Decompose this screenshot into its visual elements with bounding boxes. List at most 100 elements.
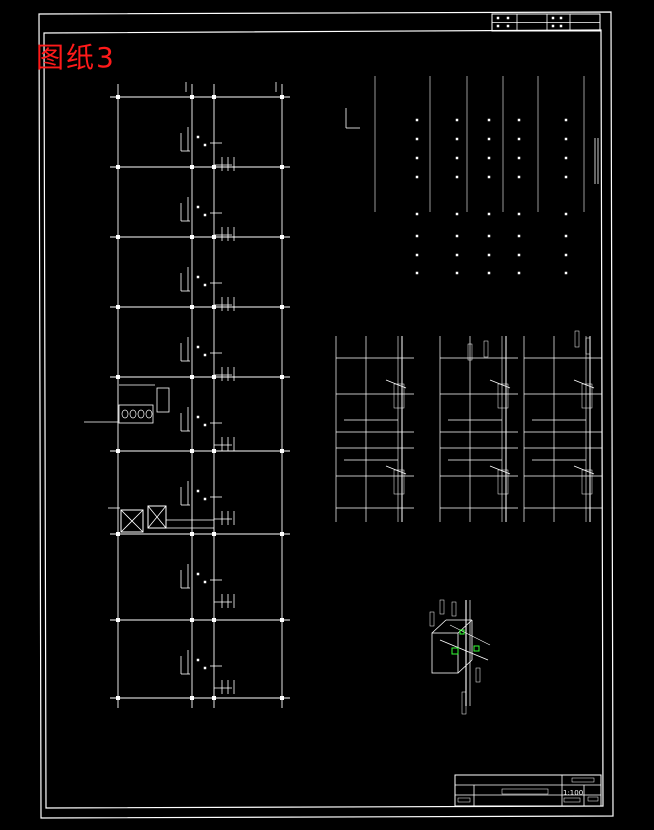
table-cell-mark	[415, 156, 419, 160]
fixture-symbol	[203, 143, 207, 147]
title-block-text-run	[571, 777, 595, 783]
table-cell-mark	[455, 253, 459, 257]
table-cell-mark	[487, 156, 491, 160]
plan-column	[190, 532, 194, 536]
plan-column	[280, 235, 284, 239]
riser-tag	[574, 330, 580, 348]
title-block-text-run	[457, 797, 471, 803]
riser-tag	[467, 343, 473, 361]
fixture-symbol	[203, 580, 207, 584]
table-cell-mark	[415, 212, 419, 216]
table-cell-mark	[487, 118, 491, 122]
toilet-fixture	[129, 409, 137, 419]
plan-column	[212, 305, 216, 309]
fixture-symbol	[196, 205, 200, 209]
top-table-glyph	[559, 16, 563, 20]
sheet-label: 图纸3	[36, 41, 116, 74]
table-cell-mark	[455, 212, 459, 216]
plan-column	[116, 449, 120, 453]
title-block	[454, 774, 602, 807]
riser-label-box	[497, 469, 509, 495]
plan-column	[212, 532, 216, 536]
table-cell-mark	[415, 137, 419, 141]
plan-column	[190, 449, 194, 453]
table-cell-mark	[564, 137, 568, 141]
plan-column	[116, 305, 120, 309]
plan-column	[280, 375, 284, 379]
inner-frame	[43, 29, 604, 809]
plan-column	[280, 95, 284, 99]
fixture-symbol	[196, 415, 200, 419]
plan-column	[212, 449, 216, 453]
fixture-symbol	[203, 353, 207, 357]
plan-column	[190, 375, 194, 379]
fixture-symbol	[196, 345, 200, 349]
iso-label	[461, 691, 467, 715]
riser-label-box	[393, 469, 405, 495]
table-cell-mark	[517, 253, 521, 257]
table-cell-mark	[564, 156, 568, 160]
title-block-text-run	[501, 788, 549, 795]
table-cell-mark	[517, 271, 521, 275]
table-cell-mark	[455, 118, 459, 122]
table-cell-mark	[415, 253, 419, 257]
table-cell-mark	[487, 253, 491, 257]
iso-box	[431, 632, 459, 674]
table-cell-mark	[517, 212, 521, 216]
top-table-glyph	[496, 24, 500, 28]
table-cell-mark	[487, 234, 491, 238]
table-cell-mark	[517, 156, 521, 160]
iso-label	[451, 601, 457, 617]
fixture-symbol	[196, 135, 200, 139]
table-cell-mark	[415, 271, 419, 275]
riser-tag	[585, 337, 591, 355]
plan-column	[212, 235, 216, 239]
iso-label	[475, 667, 481, 683]
plan-column	[280, 618, 284, 622]
plan-column	[190, 618, 194, 622]
table-cell-mark	[564, 253, 568, 257]
iso-valve	[473, 645, 480, 652]
table-cell-mark	[564, 212, 568, 216]
plan-column	[116, 696, 120, 700]
riser-label-box	[581, 469, 593, 495]
fixture-symbol	[196, 572, 200, 576]
table-cell-mark	[487, 137, 491, 141]
shaft	[156, 387, 170, 413]
plan-column	[190, 305, 194, 309]
toilet-fixture	[145, 409, 153, 419]
plan-column	[280, 305, 284, 309]
iso-valve	[451, 647, 459, 655]
table-cell-mark	[564, 175, 568, 179]
plan-column	[190, 165, 194, 169]
fixture-symbol	[203, 423, 207, 427]
title-block-scale: 1:100	[563, 789, 584, 797]
plan-column	[116, 95, 120, 99]
top-table-glyph	[506, 16, 510, 20]
plan-column	[280, 696, 284, 700]
table-cell-mark	[487, 175, 491, 179]
table-cell-mark	[517, 118, 521, 122]
toilet-row	[118, 404, 154, 424]
iso-edge	[431, 619, 447, 634]
iso-label	[429, 611, 435, 627]
table-cell-mark	[517, 234, 521, 238]
table-cell-mark	[564, 118, 568, 122]
fixture-symbol	[196, 658, 200, 662]
plan-column	[116, 618, 120, 622]
iso-pipe	[449, 624, 491, 646]
plan-column	[212, 165, 216, 169]
plan-column	[116, 235, 120, 239]
riser-label-box	[497, 383, 509, 409]
plan-column	[212, 618, 216, 622]
top-table-glyph	[559, 24, 563, 28]
top-table-glyph	[551, 24, 555, 28]
plan-column	[212, 375, 216, 379]
elevator-car-2	[147, 505, 167, 529]
plan-column	[190, 696, 194, 700]
fixture-symbol	[196, 489, 200, 493]
table-cell-mark	[517, 137, 521, 141]
fixture-symbol	[196, 275, 200, 279]
